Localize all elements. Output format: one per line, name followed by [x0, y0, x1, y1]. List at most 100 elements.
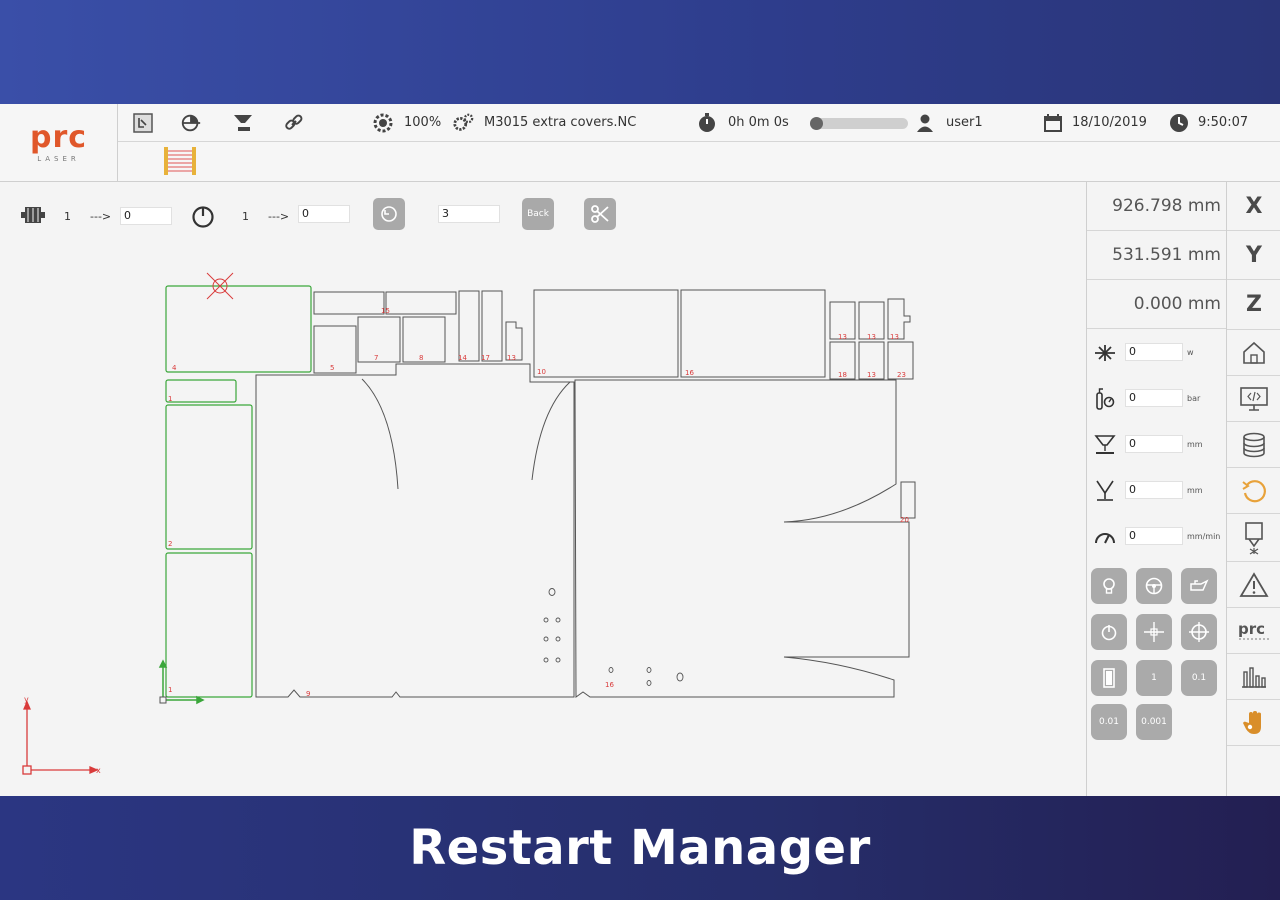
sheet-origin-marker [158, 659, 205, 705]
database-button[interactable] [1227, 422, 1280, 468]
axis-y-button[interactable]: Y [1227, 231, 1280, 280]
speed-input[interactable]: 0 [1125, 527, 1183, 545]
svg-text:15: 15 [381, 307, 390, 315]
header-status-row: 100% M3015 extra covers.NC 0h 0m 0s user… [118, 104, 1280, 142]
link-icon[interactable] [283, 112, 305, 134]
power-button[interactable] [1091, 614, 1127, 650]
logo: prc LASER [0, 104, 118, 182]
gas-pressure-icon [1093, 387, 1117, 411]
scissors-icon [591, 205, 609, 223]
repeat-from-value: 1 [242, 210, 249, 223]
step-0-1-button[interactable]: 0.1 [1181, 660, 1217, 696]
home-icon [1243, 341, 1265, 364]
repeat-power-icon[interactable] [190, 204, 216, 230]
code-monitor-icon [1240, 386, 1268, 411]
head-position-marker [206, 272, 234, 300]
current-time: 9:50:07 [1198, 115, 1249, 130]
back-button[interactable]: Back [522, 198, 554, 230]
laser-power-unit: w [1187, 348, 1194, 357]
bottom-banner: Restart Manager [0, 796, 1280, 900]
alarm-button[interactable] [1227, 562, 1280, 608]
lamp-button[interactable] [1091, 568, 1127, 604]
feature-caption: Restart Manager [409, 820, 871, 876]
svg-text:10: 10 [537, 368, 546, 376]
center-cross-button[interactable] [1136, 614, 1172, 650]
gas-pressure-input[interactable]: 0 [1125, 389, 1183, 407]
target-button[interactable] [1181, 614, 1217, 650]
step-0-001-button[interactable]: 0.001 [1136, 704, 1172, 740]
xy-axis-indicator [22, 700, 99, 775]
prc-logo-icon: prc [1238, 620, 1269, 639]
sheet-to-input[interactable]: 0 [120, 207, 172, 225]
sheet-icon [20, 206, 46, 224]
restart-rewind-button[interactable] [373, 198, 405, 230]
nozzle-icon[interactable] [232, 112, 254, 134]
svg-text:2: 2 [168, 540, 172, 548]
steering-button[interactable] [1136, 568, 1172, 604]
speed-unit: mm/min [1187, 532, 1221, 541]
nozzle-height-input[interactable]: 0 [1125, 435, 1183, 453]
prc-info-button[interactable]: prc [1227, 608, 1280, 654]
svg-text:13: 13 [890, 333, 899, 341]
axis-x-button[interactable]: X [1227, 182, 1280, 231]
logo-subtext: LASER [37, 155, 80, 163]
focus-input[interactable]: 0 [1125, 481, 1183, 499]
rewind-icon [381, 206, 397, 222]
steering-wheel-icon [1145, 577, 1163, 595]
svg-text:23: 23 [897, 371, 906, 379]
user-icon [914, 112, 936, 134]
param-laser-power: 0 w [1087, 330, 1227, 376]
svg-text:9: 9 [306, 690, 310, 698]
svg-text:4: 4 [172, 364, 177, 372]
program-name: M3015 extra covers.NC [484, 115, 637, 130]
gas-pressure-unit: bar [1187, 394, 1201, 403]
svg-text:13: 13 [838, 333, 847, 341]
focus-icon [1093, 479, 1117, 503]
power-gear-icon [372, 112, 394, 134]
svg-text:7: 7 [374, 354, 378, 362]
svg-text:20: 20 [900, 516, 909, 524]
target-icon [1189, 622, 1209, 642]
manual-jog-button[interactable] [1227, 700, 1280, 746]
laser-power-icon [1093, 341, 1117, 365]
svg-text:1: 1 [168, 395, 172, 403]
top-banner [0, 0, 1280, 104]
step-input[interactable]: 3 [438, 205, 500, 223]
step-0-01-button[interactable]: 0.01 [1091, 704, 1127, 740]
cutting-head-button[interactable] [1227, 514, 1280, 562]
focus-unit: mm [1187, 486, 1203, 495]
light-curtain-icon[interactable] [162, 146, 198, 176]
svg-text:13: 13 [507, 354, 516, 362]
svg-text:13: 13 [867, 371, 876, 379]
axis-y-label: y [24, 695, 29, 704]
repeat-to-input[interactable]: 0 [298, 205, 350, 223]
header: prc LASER 100% M3015 extra cove [0, 104, 1280, 182]
hand-icon [1243, 710, 1261, 734]
axis-z-button[interactable]: Z [1227, 280, 1280, 330]
param-focus: 0 mm [1087, 468, 1227, 514]
laser-power-input[interactable]: 0 [1125, 343, 1183, 361]
cut-button[interactable] [584, 198, 616, 230]
door-button[interactable] [1091, 660, 1127, 696]
pierce-icon[interactable] [180, 112, 202, 134]
crosshair-icon [1144, 622, 1164, 642]
svg-text:prc: prc [1238, 620, 1265, 638]
logo-text: prc [29, 120, 88, 155]
finished-parts [165, 285, 312, 698]
program-gears-icon [452, 112, 474, 134]
restart-button[interactable] [1227, 468, 1280, 514]
sheet-from-value: 1 [64, 210, 71, 223]
oil-button[interactable] [1181, 568, 1217, 604]
edit-sheet-icon[interactable] [132, 112, 154, 134]
svg-text:5: 5 [330, 364, 334, 372]
step-1-button[interactable]: 1 [1136, 660, 1172, 696]
svg-text:8: 8 [419, 354, 423, 362]
restart-toolbar: 1 ---> 0 1 ---> 0 3 Back [0, 182, 1086, 242]
home-button[interactable] [1227, 330, 1280, 376]
code-monitor-button[interactable] [1227, 376, 1280, 422]
coord-x-value: 926.798 mm [1087, 182, 1227, 231]
statistics-button[interactable] [1227, 654, 1280, 700]
